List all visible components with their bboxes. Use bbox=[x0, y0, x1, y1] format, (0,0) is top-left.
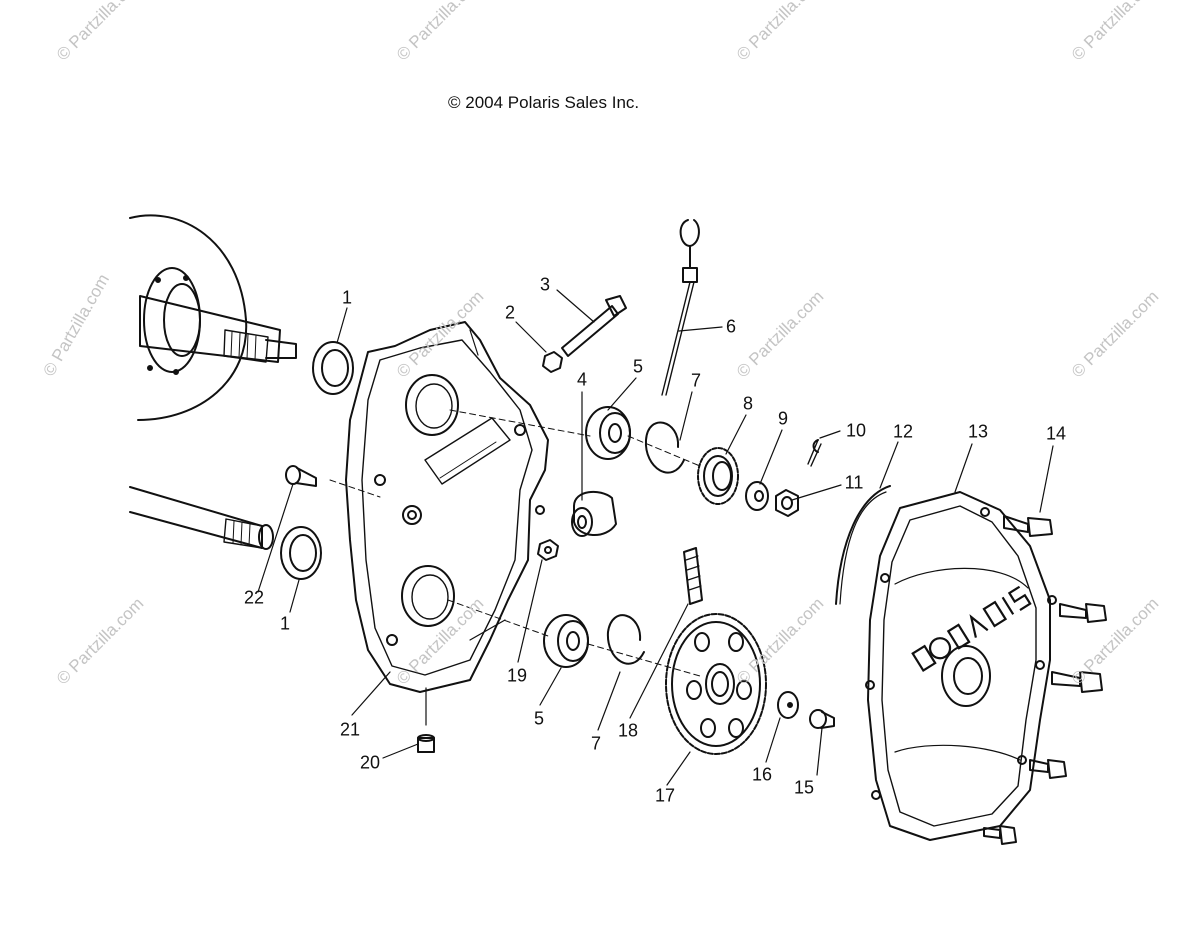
callout-5-lower: 5 bbox=[533, 708, 545, 729]
callout-3: 3 bbox=[539, 274, 551, 295]
callout-15: 15 bbox=[793, 777, 815, 798]
cover-bolt-1 bbox=[1003, 515, 1053, 537]
assembly-lines bbox=[329, 409, 701, 677]
callout-7: 7 bbox=[690, 370, 702, 391]
nut-19 bbox=[537, 539, 559, 561]
callout-18: 18 bbox=[617, 720, 639, 741]
snap-ring-7-upper bbox=[644, 421, 685, 474]
oil-seal-upper bbox=[312, 341, 354, 395]
bolt-22 bbox=[285, 465, 317, 487]
callout-1: 1 bbox=[341, 287, 353, 308]
cover-bolt-4 bbox=[1029, 759, 1067, 779]
bolt-15 bbox=[809, 709, 835, 729]
bearing-5-upper bbox=[585, 406, 631, 460]
sprocket-8 bbox=[697, 447, 739, 505]
nut-11 bbox=[775, 489, 799, 517]
callout-6: 6 bbox=[725, 316, 737, 337]
callout-16: 16 bbox=[751, 764, 773, 785]
tensioner-4 bbox=[571, 490, 617, 537]
callout-5: 5 bbox=[632, 356, 644, 377]
dipstick-6 bbox=[661, 219, 700, 396]
cover-bolt-5 bbox=[983, 825, 1017, 845]
chaincase-cover bbox=[865, 491, 1057, 841]
callout-7-lower: 7 bbox=[590, 733, 602, 754]
callout-2: 2 bbox=[504, 302, 516, 323]
chaincase-housing bbox=[345, 321, 549, 693]
nut-2 bbox=[542, 351, 563, 373]
copyright-notice: © 2004 Polaris Sales Inc. bbox=[448, 93, 640, 112]
lower-shaft bbox=[129, 486, 274, 550]
callout-4: 4 bbox=[576, 369, 588, 390]
callout-17: 17 bbox=[654, 785, 676, 806]
cover-bolt-2 bbox=[1059, 603, 1107, 623]
callout-12: 12 bbox=[892, 421, 914, 442]
callout-8: 8 bbox=[742, 393, 754, 414]
drive-clutch-shaft bbox=[129, 214, 297, 421]
pin-3 bbox=[561, 295, 627, 357]
leader-lines bbox=[257, 289, 1054, 786]
callout-22: 22 bbox=[243, 587, 265, 608]
callout-20: 20 bbox=[359, 752, 381, 773]
washer-16 bbox=[777, 691, 799, 719]
cover-bolt-3 bbox=[1051, 671, 1103, 693]
callout-14: 14 bbox=[1045, 423, 1067, 444]
polaris-logo bbox=[911, 585, 1032, 672]
bearing-5-lower bbox=[543, 614, 589, 668]
callout-21: 21 bbox=[339, 719, 361, 740]
callout-1-lower: 1 bbox=[279, 613, 291, 634]
callout-19: 19 bbox=[506, 665, 528, 686]
chain-18 bbox=[683, 547, 703, 605]
snap-ring-7-lower bbox=[606, 614, 645, 665]
callout-13: 13 bbox=[967, 421, 989, 442]
callout-11: 11 bbox=[844, 472, 864, 493]
washer-9 bbox=[745, 481, 769, 511]
cotter-pin-10 bbox=[807, 439, 822, 467]
sprocket-17 bbox=[665, 613, 767, 755]
callout-9: 9 bbox=[777, 408, 789, 429]
callout-10: 10 bbox=[845, 420, 867, 441]
gasket-12 bbox=[835, 485, 891, 605]
oil-seal-lower bbox=[280, 526, 322, 580]
plug-20 bbox=[417, 734, 435, 753]
